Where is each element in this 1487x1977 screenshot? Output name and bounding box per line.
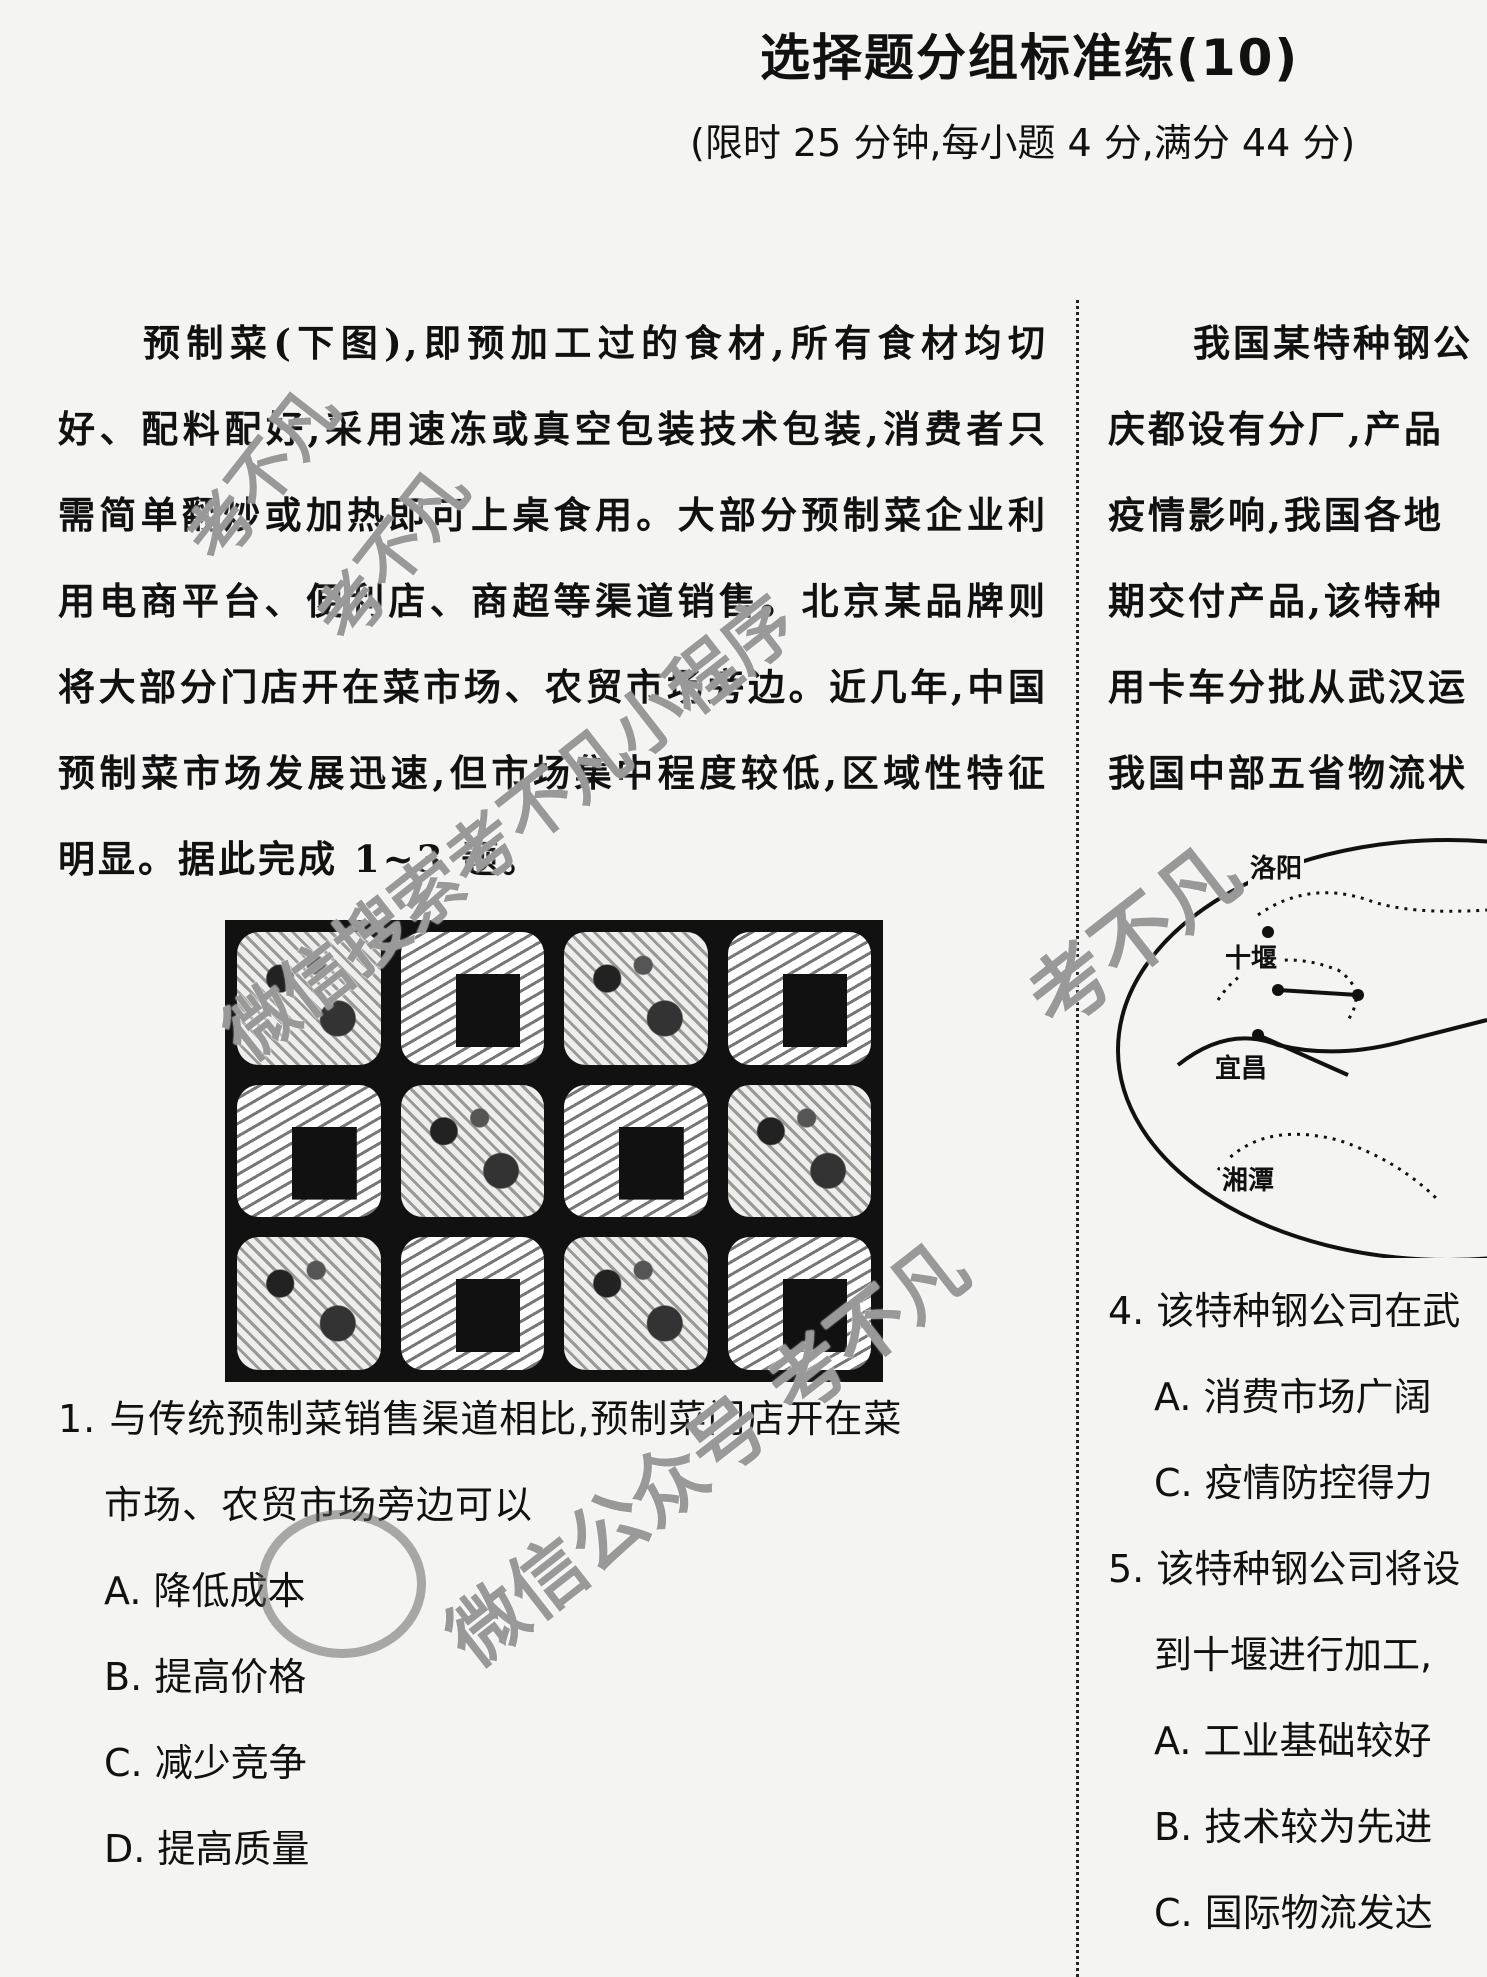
- city-dot: [1272, 984, 1284, 996]
- question-5-option-a: A. 工业基础较好: [1154, 1719, 1432, 1763]
- map-boundary-ellipse: [1116, 838, 1487, 1258]
- map-label-xiangtan: 湘潭: [1220, 1160, 1277, 1197]
- food-tray: [564, 932, 708, 1065]
- city-dot: [1262, 926, 1274, 938]
- question-1-option-b: B. 提高价格: [104, 1655, 307, 1699]
- question-5-option-b: B. 技术较为先进: [1154, 1805, 1433, 1849]
- passage-line: 庆都设有分厂,产品: [1108, 407, 1444, 451]
- column-divider: [1076, 300, 1079, 1977]
- map-label-shiyan: 十堰: [1223, 938, 1280, 975]
- question-1-stem: 1. 与传统预制菜销售渠道相比,预制菜门店开在菜: [58, 1397, 903, 1441]
- city-dot: [1252, 1029, 1264, 1041]
- map-label-luoyang: 洛阳: [1248, 848, 1305, 885]
- food-tray: [564, 1084, 708, 1218]
- food-tray: [727, 1237, 871, 1370]
- city-dot: [1352, 989, 1364, 1001]
- passage-line: 用卡车分批从武汉运: [1108, 665, 1468, 709]
- food-tray: [400, 932, 544, 1065]
- wechat-logo-watermark: [258, 1510, 426, 1658]
- food-tray: [400, 1237, 544, 1370]
- food-tray: [237, 1237, 381, 1370]
- question-5-stem-cont: 到十堰进行加工,: [1154, 1633, 1433, 1677]
- passage-line: 疫情影响,我国各地: [1108, 493, 1444, 537]
- left-column: 预制菜(下图),即预加工过的食材,所有食材均切好、配料配好,采用速冻或真空包装技…: [58, 300, 1048, 1892]
- food-tray: [237, 1084, 381, 1218]
- logistics-map: 洛阳 十堰 宜昌 湘潭: [1108, 820, 1487, 1258]
- food-tray: [564, 1237, 708, 1370]
- right-column: 我国某特种钢公 庆都设有分厂,产品 疫情影响,我国各地 期交付产品,该特种 用卡…: [1108, 300, 1487, 1956]
- page-title: 选择题分组标准练(10): [760, 29, 1300, 87]
- passage-line: 我国中部五省物流状: [1108, 751, 1468, 795]
- map-label-yichang: 宜昌: [1213, 1048, 1270, 1085]
- prepared-food-photo: [225, 920, 883, 1382]
- food-tray: [400, 1084, 544, 1218]
- question-4-option-c: C. 疫情防控得力: [1154, 1461, 1433, 1505]
- route-line: [1257, 1033, 1349, 1077]
- question-1-option-c: C. 减少竞争: [104, 1741, 307, 1785]
- passage-line: 期交付产品,该特种: [1108, 579, 1444, 623]
- passage-prepared-food: 预制菜(下图),即预加工过的食材,所有食材均切好、配料配好,采用速冻或真空包装技…: [58, 321, 1048, 881]
- page-subtitle: (限时 25 分钟,每小题 4 分,满分 44 分): [690, 121, 1356, 165]
- question-5-option-c: C. 国际物流发达: [1154, 1891, 1433, 1935]
- map-drawing: [1116, 838, 1487, 1258]
- question-1-option-d: D. 提高质量: [104, 1827, 310, 1871]
- passage-line: 我国某特种钢公: [1193, 321, 1473, 365]
- food-tray: [237, 932, 381, 1065]
- question-5-stem: 5. 该特种钢公司将设: [1108, 1547, 1461, 1591]
- route-line: [1277, 988, 1359, 997]
- question-4-stem: 4. 该特种钢公司在武: [1108, 1289, 1461, 1333]
- question-4-option-a: A. 消费市场广阔: [1154, 1375, 1432, 1419]
- food-tray: [727, 932, 871, 1065]
- route-dotted: [1257, 891, 1487, 917]
- food-tray: [727, 1084, 871, 1218]
